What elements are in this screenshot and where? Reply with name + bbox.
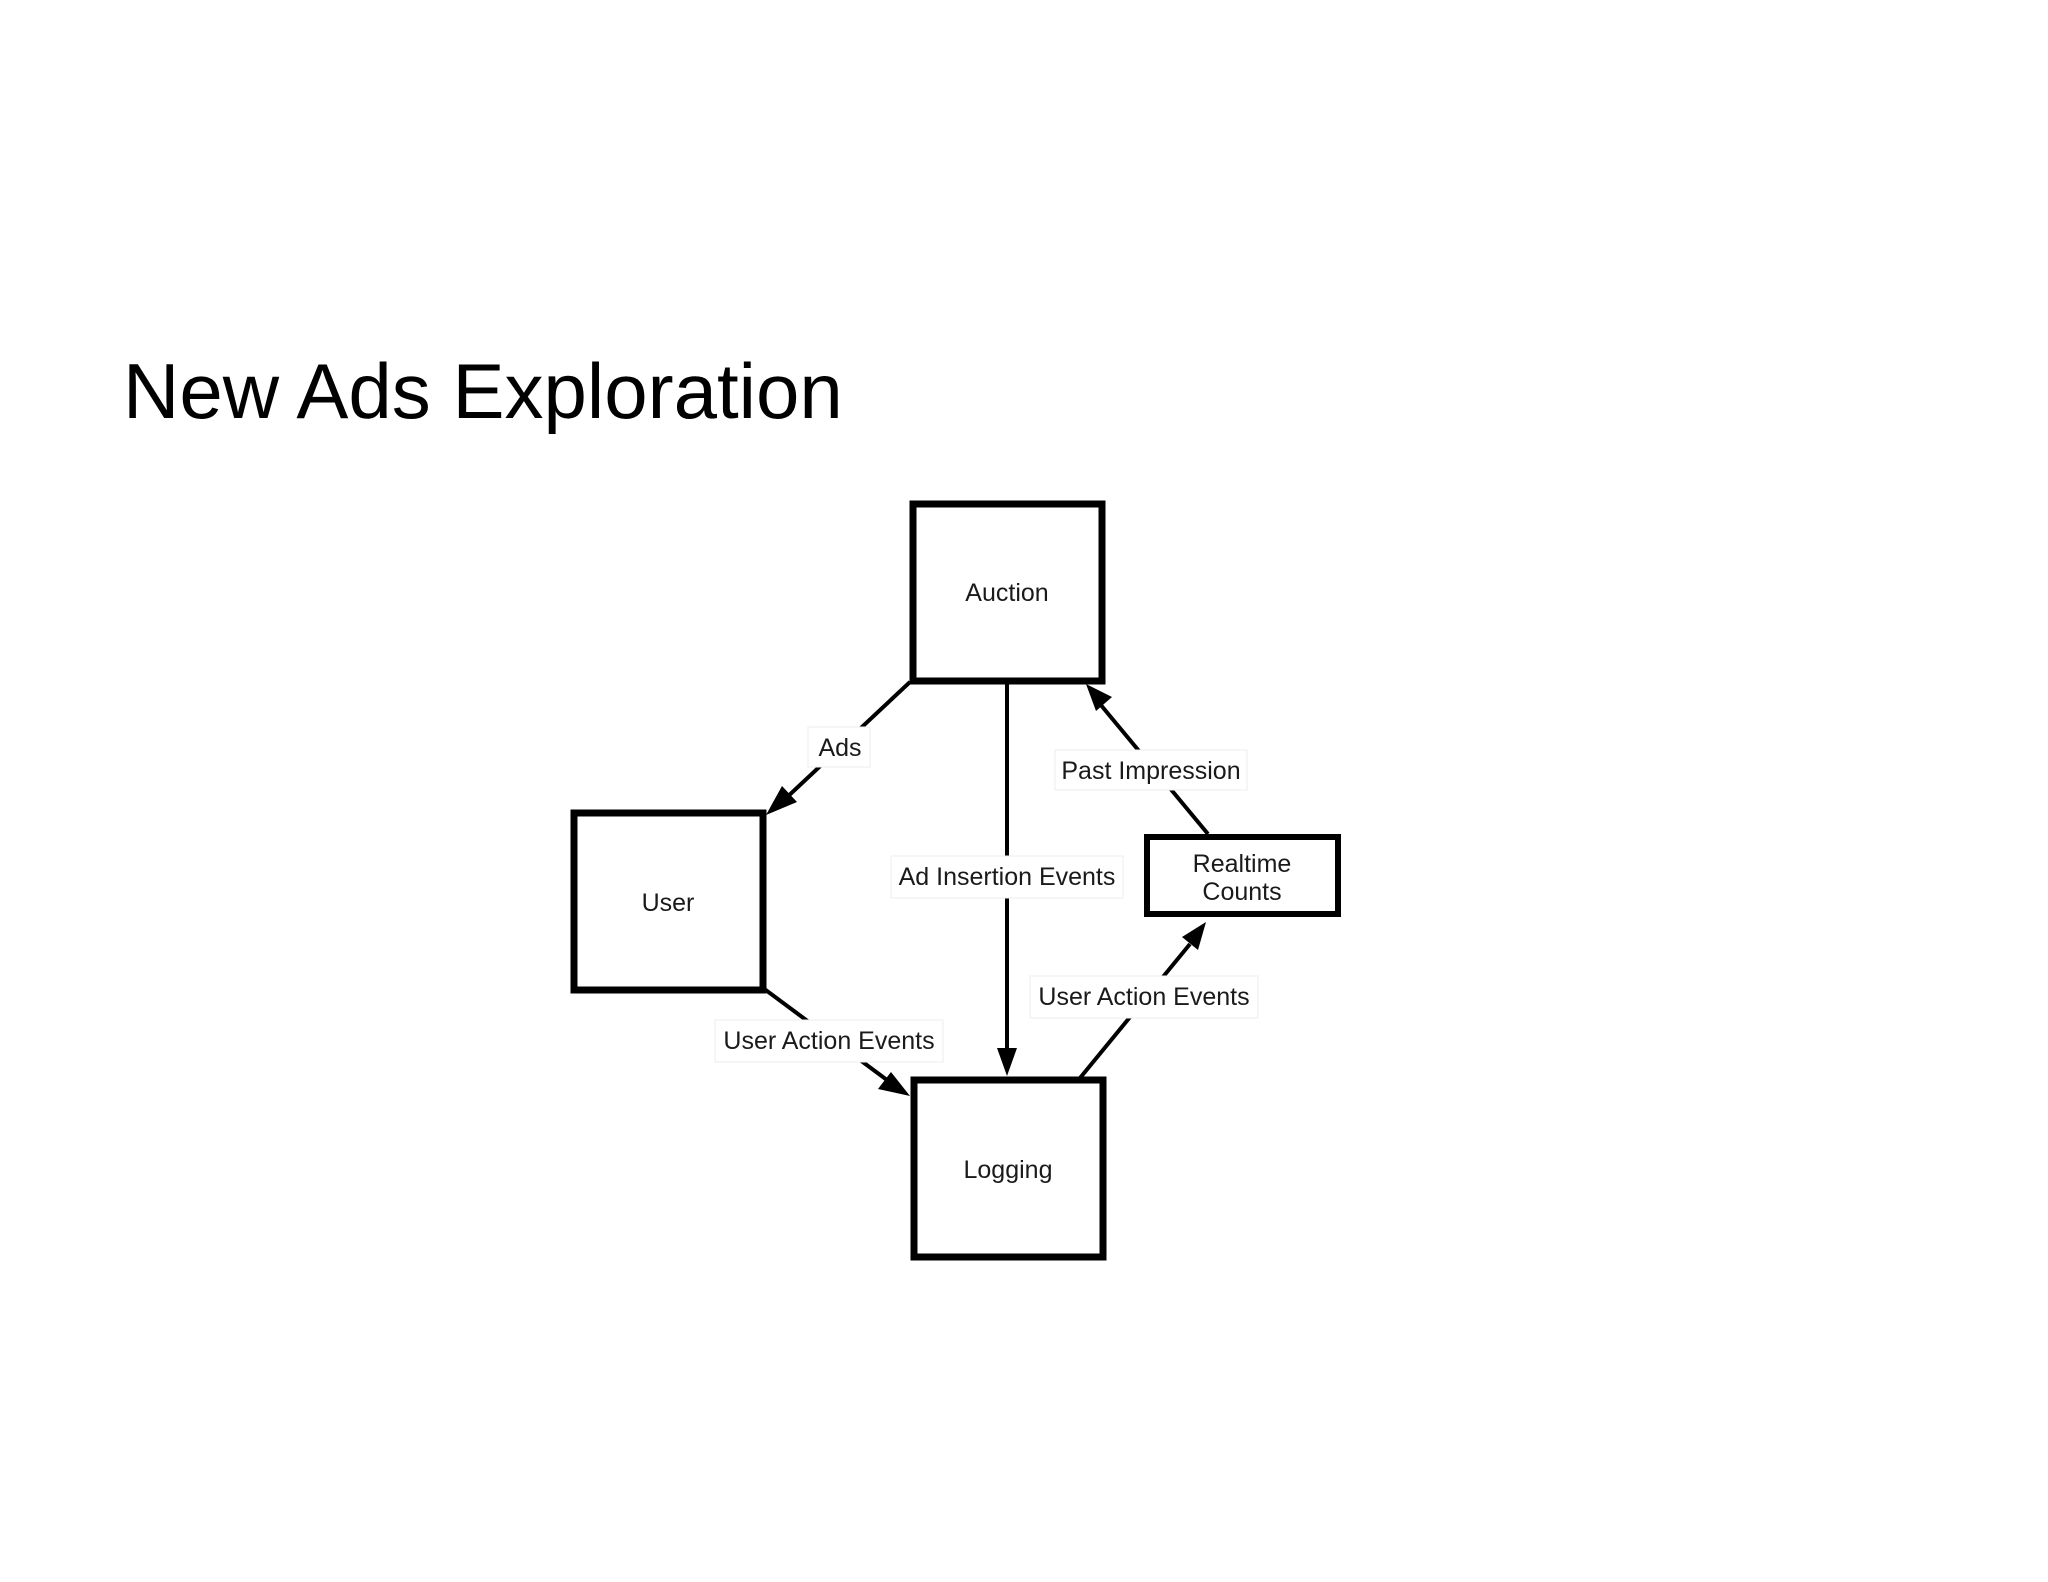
node-user-label: User	[642, 889, 695, 917]
edge-user-action-to-logging-label: User Action Events	[723, 1027, 934, 1055]
edge-user-action-to-realtime: User Action Events	[1029, 922, 1259, 1080]
edge-past-impression-arrowhead	[1086, 684, 1112, 711]
edge-user-action-to-logging-label-bg	[714, 1019, 944, 1063]
node-user: User	[570, 809, 767, 994]
node-realtime-counts-label-line1: Realtime	[1193, 850, 1292, 878]
node-logging-label: Logging	[964, 1156, 1053, 1184]
edge-user-action-to-realtime-label-bg	[1029, 975, 1259, 1019]
node-auction-label: Auction	[965, 579, 1048, 607]
edge-ads-label-bg	[807, 726, 871, 768]
node-auction-box	[909, 500, 1106, 685]
edge-ads-arrowhead	[766, 786, 797, 815]
node-auction: Auction	[909, 500, 1106, 685]
node-logging: Logging	[910, 1076, 1107, 1261]
node-realtime-counts-box	[1144, 834, 1341, 917]
node-realtime-counts: Realtime Counts	[1144, 834, 1341, 917]
edge-ad-insertion-label: Ad Insertion Events	[899, 863, 1116, 891]
edge-user-action-to-realtime-arrowhead	[1182, 922, 1206, 950]
edge-ad-insertion-arrowhead	[997, 1048, 1017, 1076]
slide-title: New Ads Exploration	[123, 347, 843, 435]
edge-ads-label: Ads	[818, 734, 861, 762]
edge-user-action-to-logging-arrowhead	[878, 1072, 910, 1096]
edge-user-action-to-logging: User Action Events	[714, 986, 944, 1096]
edge-user-action-to-realtime-label: User Action Events	[1038, 983, 1249, 1011]
node-realtime-counts-label-line2: Counts	[1202, 878, 1281, 906]
node-user-box	[570, 809, 767, 994]
edge-ad-insertion-label-bg	[890, 855, 1124, 899]
edge-past-impression: Past Impression	[1054, 684, 1248, 836]
edge-past-impression-label-bg	[1054, 749, 1248, 791]
edge-ads: Ads	[766, 680, 912, 815]
edge-ad-insertion: Ad Insertion Events	[890, 682, 1124, 1076]
edge-past-impression-label: Past Impression	[1061, 757, 1240, 785]
node-logging-box	[910, 1076, 1107, 1261]
